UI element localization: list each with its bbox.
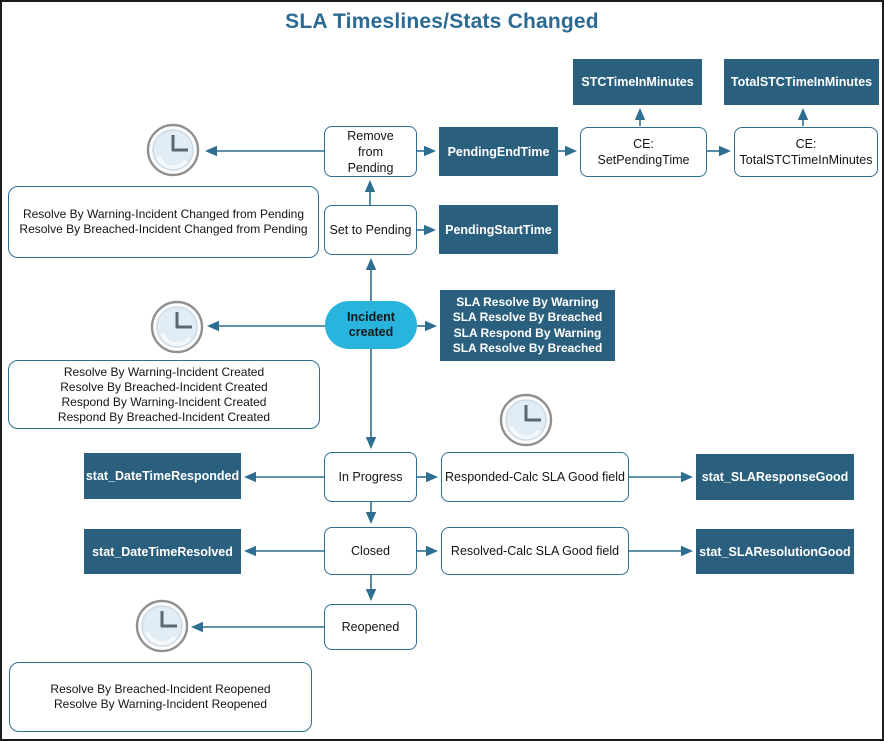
node-in-progress: In Progress: [324, 452, 417, 502]
arrow: [634, 108, 646, 126]
node-ce-total-stc-time-in-minutes: CE: TotalSTCTimeInMinutes: [734, 127, 878, 177]
arrow: [707, 145, 731, 157]
arrow: [365, 349, 377, 449]
arrow: [629, 471, 693, 483]
node-stc-time-in-minutes: STCTimeInMinutes: [573, 59, 702, 105]
node-set-to-pending: Set to Pending: [324, 205, 417, 255]
arrow: [365, 258, 377, 301]
arrow: [558, 145, 577, 157]
note-incident-reopened: Resolve By Breached-Incident Reopened Re…: [9, 662, 312, 732]
arrow: [417, 145, 436, 157]
arrow: [364, 180, 376, 205]
node-pending-start-time: PendingStartTime: [439, 205, 558, 254]
note-changed-from-pending: Resolve By Warning-Incident Changed from…: [8, 186, 319, 258]
arrow: [629, 545, 693, 557]
arrow: [365, 575, 377, 601]
node-reopened: Reopened: [324, 604, 417, 650]
arrow: [244, 471, 324, 483]
arrow: [417, 320, 437, 332]
arrow: [417, 471, 438, 483]
clock-icon: [135, 599, 189, 653]
node-incident-created: Incident created: [325, 301, 417, 349]
node-stat-sla-resolution-good: stat_SLAResolutionGood: [696, 529, 854, 574]
arrow: [365, 502, 377, 524]
arrow: [244, 545, 324, 557]
node-stat-date-time-resolved: stat_DateTimeResolved: [84, 529, 241, 574]
node-total-stc-time-in-minutes: TotalSTCTimeInMinutes: [724, 59, 879, 105]
arrow: [797, 108, 809, 126]
node-resolved-calc-sla-good-field: Resolved-Calc SLA Good field: [441, 527, 629, 575]
node-stat-sla-response-good: stat_SLAResponseGood: [696, 454, 854, 500]
node-sla-flags: SLA Resolve By Warning SLA Resolve By Br…: [440, 290, 615, 361]
node-pending-end-time: PendingEndTime: [439, 127, 558, 176]
arrow: [191, 621, 324, 633]
node-responded-calc-sla-good-field: Responded-Calc SLA Good field: [441, 452, 629, 502]
arrow: [417, 224, 436, 236]
node-ce-set-pending-time: CE: SetPendingTime: [580, 127, 707, 177]
node-stat-date-time-responded: stat_DateTimeResponded: [84, 453, 241, 499]
arrow: [417, 545, 438, 557]
arrow: [205, 145, 324, 157]
clock-icon: [150, 300, 204, 354]
arrow: [207, 320, 325, 332]
node-closed: Closed: [324, 527, 417, 575]
node-remove-from-pending: Remove from Pending: [324, 126, 417, 177]
clock-icon: [499, 393, 553, 447]
diagram-title: SLA Timeslines/Stats Changed: [285, 10, 599, 33]
note-incident-created: Resolve By Warning-Incident Created Reso…: [8, 360, 320, 429]
clock-icon: [146, 123, 200, 177]
